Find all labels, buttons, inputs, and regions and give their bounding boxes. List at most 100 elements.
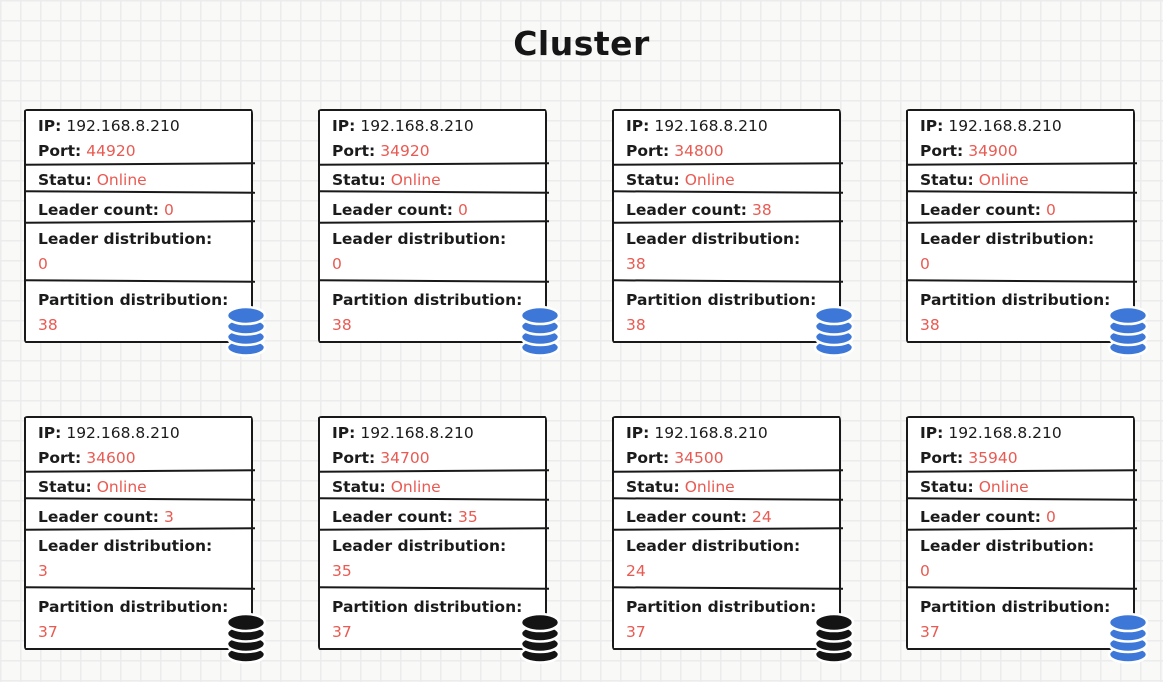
leader-count-value: 0 <box>458 201 468 219</box>
leader-distribution-section: Leader distribution: 38 <box>614 223 839 282</box>
status-label: Statu: <box>332 478 386 496</box>
identity-section: IP:192.168.8.210 Port:44920 <box>26 111 251 165</box>
leader-count-line: Leader count:35 <box>332 505 533 530</box>
status-label: Statu: <box>920 171 974 189</box>
leader-count-value: 35 <box>458 508 478 526</box>
leader-count-label: Leader count: <box>332 508 454 526</box>
leader-count-section: Leader count:0 <box>26 193 251 223</box>
status-label: Statu: <box>920 478 974 496</box>
status-label: Statu: <box>332 171 386 189</box>
leader-distribution-value: 24 <box>626 562 646 580</box>
status-line: Statu:Online <box>626 168 827 193</box>
partition-distribution-label: Partition distribution: <box>626 291 817 309</box>
partition-distribution-value: 37 <box>332 623 352 641</box>
ip-label: IP: <box>332 424 356 442</box>
leader-count-label: Leader count: <box>626 508 748 526</box>
port-line: Port:34500 <box>626 446 827 471</box>
node-card-2: IP:192.168.8.210 Port:34920 Statu:Online… <box>318 109 561 357</box>
status-label: Statu: <box>38 478 92 496</box>
database-icon <box>813 612 855 664</box>
partition-distribution-value: 38 <box>38 316 58 334</box>
leader-count-value: 38 <box>752 201 772 219</box>
partition-distribution-value: 38 <box>332 316 352 334</box>
status-value: Online <box>978 478 1029 496</box>
leader-count-label: Leader count: <box>920 201 1042 219</box>
port-label: Port: <box>920 142 964 160</box>
leader-distribution-value: 0 <box>38 255 48 273</box>
port-value: 34500 <box>674 449 724 467</box>
ip-value: 192.168.8.210 <box>66 117 180 135</box>
ip-label: IP: <box>626 117 650 135</box>
node-card-6: IP:192.168.8.210 Port:34700 Statu:Online… <box>318 416 561 664</box>
ip-line: IP:192.168.8.210 <box>38 421 239 446</box>
node-card-4: IP:192.168.8.210 Port:34900 Statu:Online… <box>906 109 1149 357</box>
port-line: Port:34900 <box>920 139 1121 164</box>
port-value: 34700 <box>380 449 430 467</box>
database-icon <box>225 305 267 357</box>
leader-count-section: Leader count:35 <box>320 500 545 530</box>
node-card-7: IP:192.168.8.210 Port:34500 Statu:Online… <box>612 416 855 664</box>
port-value: 44920 <box>86 142 136 160</box>
leader-distribution-value: 0 <box>332 255 342 273</box>
port-line: Port:44920 <box>38 139 239 164</box>
identity-section: IP:192.168.8.210 Port:35940 <box>908 418 1133 472</box>
ip-value: 192.168.8.210 <box>360 424 474 442</box>
leader-distribution-label: Leader distribution: <box>626 537 801 555</box>
identity-section: IP:192.168.8.210 Port:34920 <box>320 111 545 165</box>
ip-line: IP:192.168.8.210 <box>38 114 239 139</box>
port-label: Port: <box>38 449 82 467</box>
leader-count-section: Leader count:24 <box>614 500 839 530</box>
status-line: Statu:Online <box>38 475 239 500</box>
leader-count-section: Leader count:0 <box>320 193 545 223</box>
leader-count-value: 0 <box>1046 201 1056 219</box>
port-line: Port:34700 <box>332 446 533 471</box>
leader-distribution-value: 35 <box>332 562 352 580</box>
diagram-title: Cluster <box>513 24 650 63</box>
leader-count-value: 0 <box>164 201 174 219</box>
leader-distribution-section: Leader distribution: 0 <box>908 223 1133 282</box>
port-line: Port:34800 <box>626 139 827 164</box>
partition-distribution-value: 37 <box>626 623 646 641</box>
ip-value: 192.168.8.210 <box>654 117 768 135</box>
leader-count-label: Leader count: <box>920 508 1042 526</box>
port-value: 34600 <box>86 449 136 467</box>
status-section: Statu:Online <box>320 472 545 500</box>
partition-distribution-label: Partition distribution: <box>920 291 1111 309</box>
port-value: 34900 <box>968 142 1018 160</box>
leader-count-value: 24 <box>752 508 772 526</box>
node-card-5: IP:192.168.8.210 Port:34600 Statu:Online… <box>24 416 267 664</box>
ip-label: IP: <box>920 117 944 135</box>
ip-label: IP: <box>626 424 650 442</box>
status-line: Statu:Online <box>332 475 533 500</box>
partition-distribution-label: Partition distribution: <box>920 598 1111 616</box>
identity-section: IP:192.168.8.210 Port:34800 <box>614 111 839 165</box>
leader-count-section: Leader count:38 <box>614 193 839 223</box>
leader-count-label: Leader count: <box>38 201 160 219</box>
node-card-8: IP:192.168.8.210 Port:35940 Statu:Online… <box>906 416 1149 664</box>
database-icon <box>813 305 855 357</box>
leader-count-label: Leader count: <box>626 201 748 219</box>
leader-count-line: Leader count:38 <box>626 198 827 223</box>
status-line: Statu:Online <box>920 475 1121 500</box>
port-line: Port:34920 <box>332 139 533 164</box>
port-label: Port: <box>626 449 670 467</box>
status-value: Online <box>978 171 1029 189</box>
status-line: Statu:Online <box>332 168 533 193</box>
status-value: Online <box>390 478 441 496</box>
leader-count-line: Leader count:0 <box>920 505 1121 530</box>
status-label: Statu: <box>626 171 680 189</box>
leader-count-label: Leader count: <box>332 201 454 219</box>
ip-line: IP:192.168.8.210 <box>626 421 827 446</box>
partition-distribution-section: Partition distribution: 37 <box>908 589 1133 647</box>
database-icon <box>1107 612 1149 664</box>
status-line: Statu:Online <box>38 168 239 193</box>
identity-section: IP:192.168.8.210 Port:34900 <box>908 111 1133 165</box>
identity-section: IP:192.168.8.210 Port:34500 <box>614 418 839 472</box>
leader-distribution-label: Leader distribution: <box>38 537 213 555</box>
ip-line: IP:192.168.8.210 <box>332 114 533 139</box>
partition-distribution-section: Partition distribution: 38 <box>320 282 545 340</box>
leader-distribution-label: Leader distribution: <box>920 230 1095 248</box>
partition-distribution-label: Partition distribution: <box>332 291 523 309</box>
partition-distribution-section: Partition distribution: 38 <box>614 282 839 340</box>
ip-value: 192.168.8.210 <box>948 117 1062 135</box>
